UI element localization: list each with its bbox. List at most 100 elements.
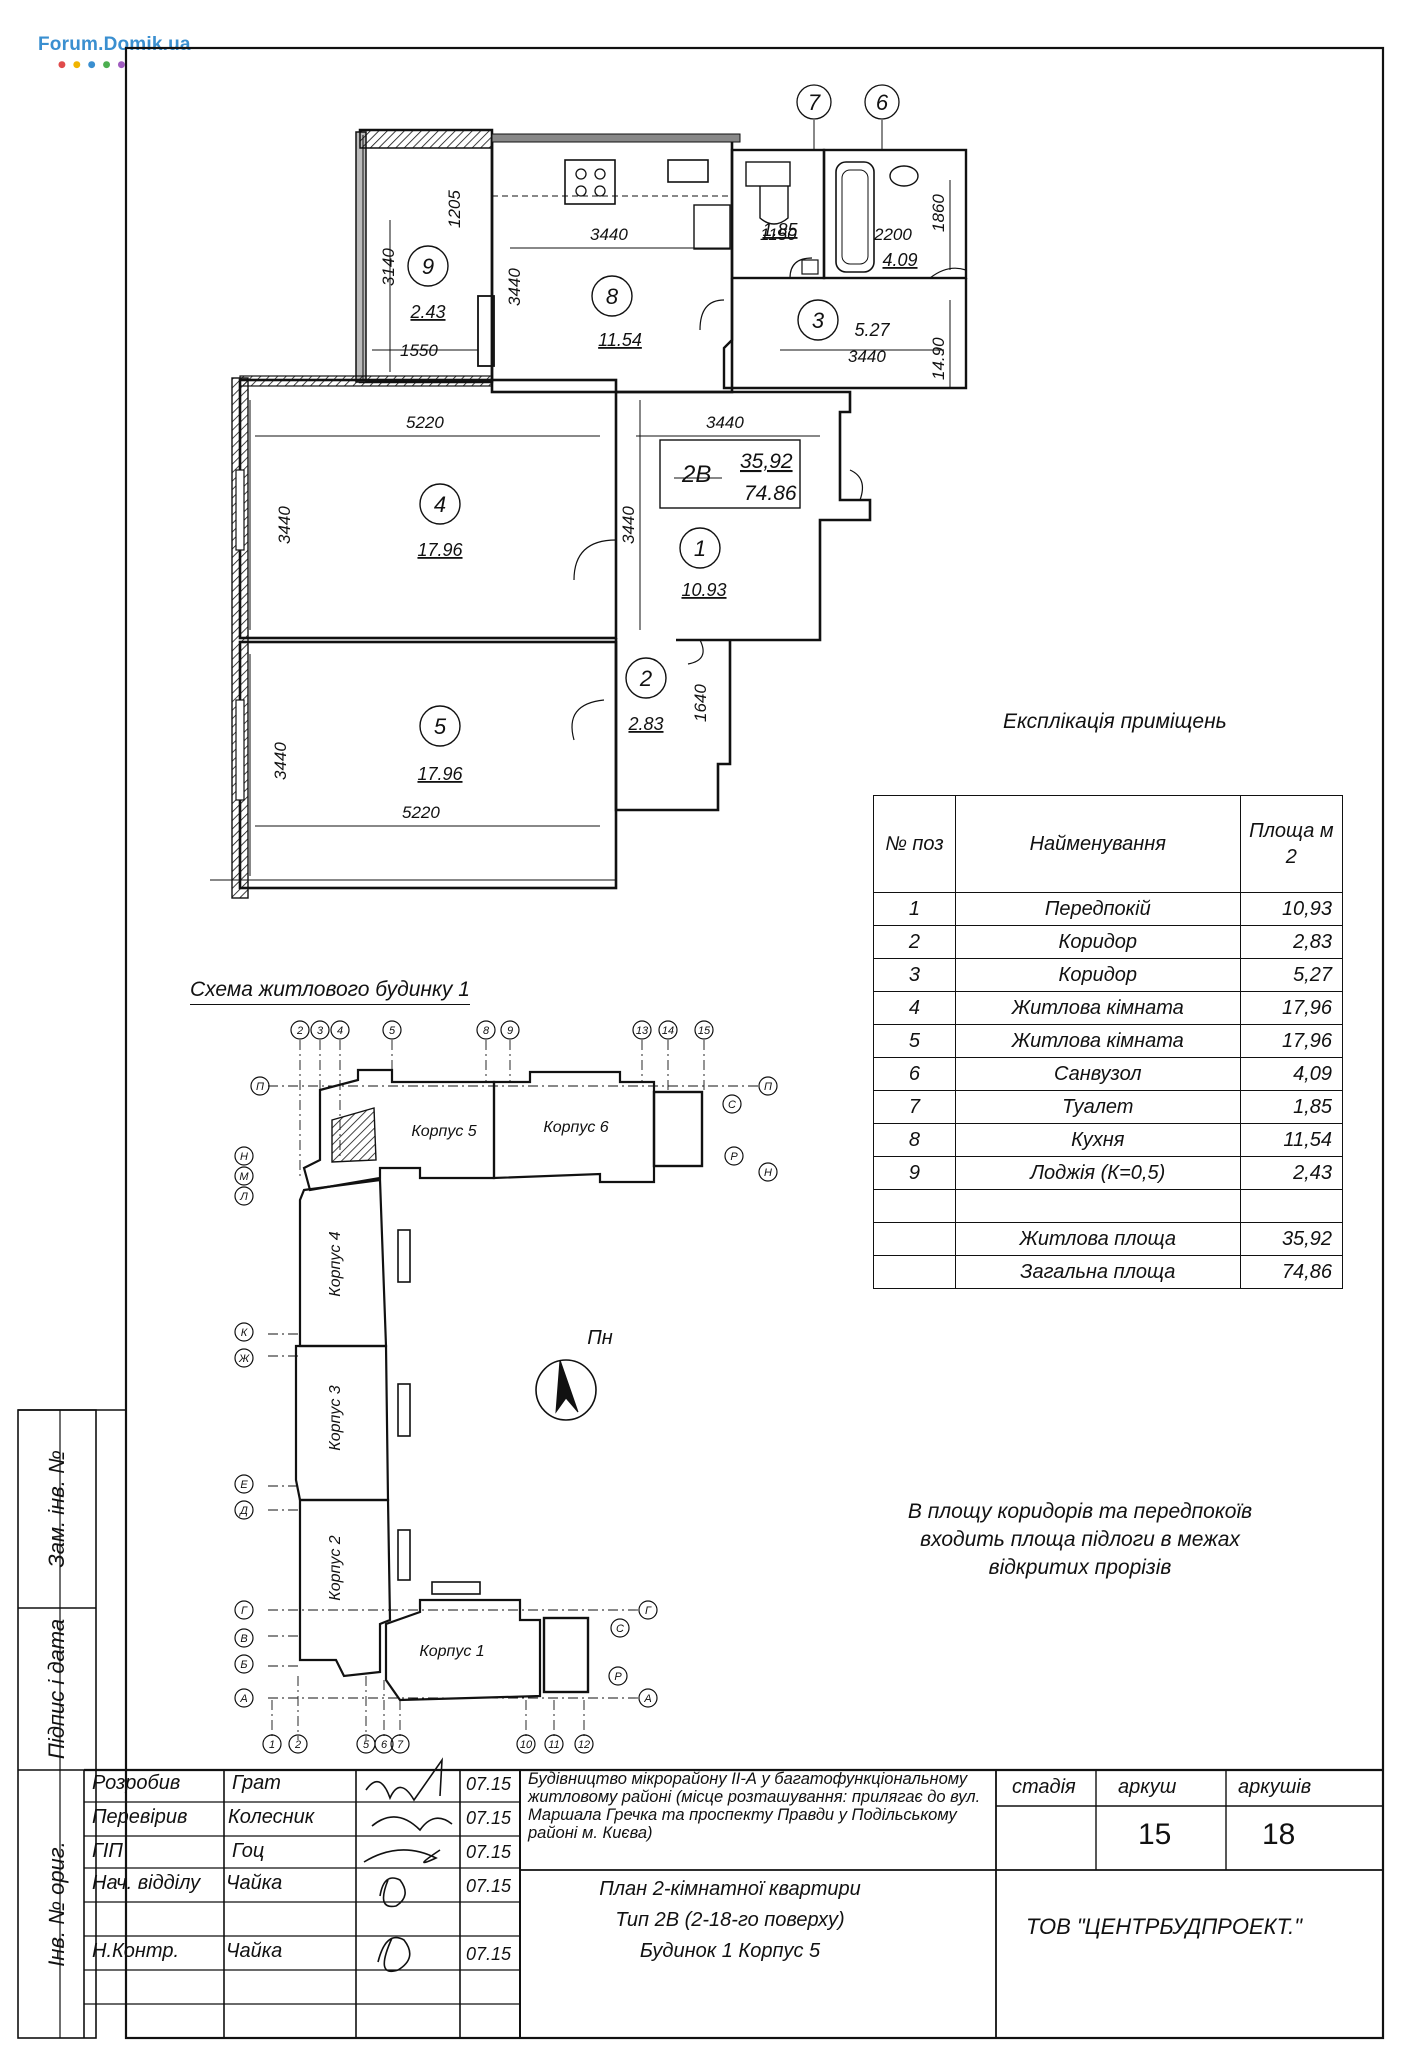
svg-text:М: М — [239, 1171, 249, 1183]
stove — [564, 159, 616, 205]
watermark: Forum.Domik.ua — [38, 34, 191, 55]
svg-text:П: П — [764, 1081, 772, 1093]
svg-text:А: А — [239, 1693, 247, 1705]
room-5-number: 5 — [434, 714, 447, 739]
col-pos-header: № поз — [873, 795, 956, 893]
date-5: 07.15 — [466, 1944, 512, 1964]
korpus-2-label: Корпус 2 — [327, 1535, 344, 1600]
room-9-circle — [407, 245, 449, 287]
sheets-label: аркушів — [1238, 1776, 1312, 1798]
svg-text:Б: Б — [240, 1659, 247, 1671]
svg-text:Д: Д — [238, 1505, 248, 1517]
svg-text:7: 7 — [397, 1739, 404, 1751]
stage-label: стадія — [1012, 1776, 1076, 1798]
date-1: 07.15 — [466, 1774, 512, 1794]
room-3-number: 3 — [812, 308, 825, 333]
svg-text:15: 15 — [698, 1025, 711, 1037]
signature-2 — [371, 1816, 453, 1832]
dim-1860: 1860 — [929, 194, 948, 232]
dim-1205: 1205 — [445, 190, 464, 228]
svg-text:6: 6 — [381, 1739, 388, 1751]
korpus-1-label: Корпус 1 — [419, 1643, 484, 1660]
svg-text:4: 4 — [337, 1025, 343, 1037]
room-5-area: 17.96 — [417, 764, 463, 784]
signature-4 — [379, 1877, 406, 1908]
washbasin — [889, 165, 919, 187]
dim-3440-hall: 3440 — [706, 413, 744, 432]
wc-tank — [745, 161, 791, 187]
signature-5 — [377, 1936, 411, 1973]
sheet-label: аркуш — [1118, 1776, 1177, 1798]
svg-text:1: 1 — [269, 1739, 275, 1751]
korpus-2 — [298, 1498, 392, 1678]
window-room-4 — [235, 469, 245, 551]
axis-marker-6 — [864, 84, 900, 120]
north-label: Пн — [587, 1327, 613, 1349]
dim-2200: 2200 — [873, 225, 912, 244]
scheme-title: Схема житлового будинку 1 — [190, 978, 470, 1005]
svg-text:Р: Р — [730, 1151, 738, 1163]
company-name: ТОВ "ЦЕНТРБУДПРОЕКТ." — [1026, 1914, 1303, 1939]
dim-3440-corridor: 3440 — [848, 347, 886, 366]
dim-1550: 1550 — [400, 341, 438, 360]
room-6-area: 4.09 — [882, 250, 917, 270]
north-arrow-circle — [535, 1359, 597, 1421]
room-1-number: 1 — [694, 536, 706, 561]
signature-3 — [363, 1849, 441, 1864]
room-9-number: 9 — [422, 254, 434, 279]
room-6-walls — [822, 148, 968, 280]
dim-3140: 3140 — [379, 248, 398, 286]
dim-1150: 1150 — [760, 225, 797, 244]
stamp-inv-zam: Зам. інв. № — [44, 1450, 70, 1568]
col-name-header: Найменування — [954, 795, 1241, 893]
stamp-sign-date: Підпис і дата — [44, 1618, 69, 1760]
korpus-3-label: Корпус 3 — [327, 1385, 344, 1450]
svg-text:3: 3 — [317, 1025, 324, 1037]
room-8-number: 8 — [606, 284, 619, 309]
role-developer: Розробив — [92, 1772, 181, 1794]
table-row — [873, 1189, 1344, 1223]
area-note: В площу коридорів та передпокоїв входить… — [907, 1500, 1253, 1579]
axis-6-label: 6 — [876, 90, 889, 115]
svg-text:Н: Н — [764, 1167, 772, 1179]
plan-labels: 9 2.43 8 11.54 3 5.27 1.85 4.09 7 6 4 17… — [271, 90, 948, 822]
room-3-area: 5.27 — [854, 320, 890, 340]
svg-text:Ж: Ж — [238, 1353, 250, 1365]
svg-text:12: 12 — [578, 1739, 590, 1751]
svg-text:5: 5 — [389, 1025, 396, 1037]
svg-text:5: 5 — [363, 1739, 370, 1751]
korpus-6 — [492, 1070, 656, 1184]
dim-1490: 14.90 — [929, 337, 948, 380]
svg-text:Н: Н — [240, 1151, 248, 1163]
svg-text:Г: Г — [645, 1605, 652, 1617]
loggia-door — [477, 295, 495, 367]
room-5-circle — [419, 705, 461, 747]
drawing-title: План 2-кімнатної квартири Тип 2В (2-18-г… — [540, 1874, 920, 1967]
room-2-circle — [625, 657, 667, 699]
room-9-area: 2.43 — [409, 302, 445, 322]
signatures — [363, 1757, 453, 1973]
korpus-5-label: Корпус 5 — [411, 1123, 476, 1140]
dim-kitchen-width: 3440 — [590, 225, 628, 244]
dim-3440-loggia: 3440 — [505, 268, 524, 306]
svg-text:2: 2 — [296, 1025, 303, 1037]
svg-text:11: 11 — [548, 1739, 559, 1751]
apartment-type: 2В — [681, 461, 711, 488]
drawing-title-line-1: План 2-кімнатної квартири — [599, 1878, 861, 1900]
project-description: Будівництво мікрорайону ІІ-А у багатофун… — [528, 1770, 981, 1842]
room-2-number: 2 — [639, 666, 652, 691]
svg-text:Л: Л — [239, 1191, 248, 1203]
korpus-6-label: Корпус 6 — [543, 1119, 608, 1136]
axis-marker-7 — [796, 84, 832, 120]
drawing-title-line-2: Тип 2В (2-18-го поверху) — [615, 1909, 845, 1931]
korpus-1 — [384, 1598, 542, 1702]
korpus-5-hatch — [331, 1107, 377, 1163]
room-8-circle — [591, 275, 633, 317]
